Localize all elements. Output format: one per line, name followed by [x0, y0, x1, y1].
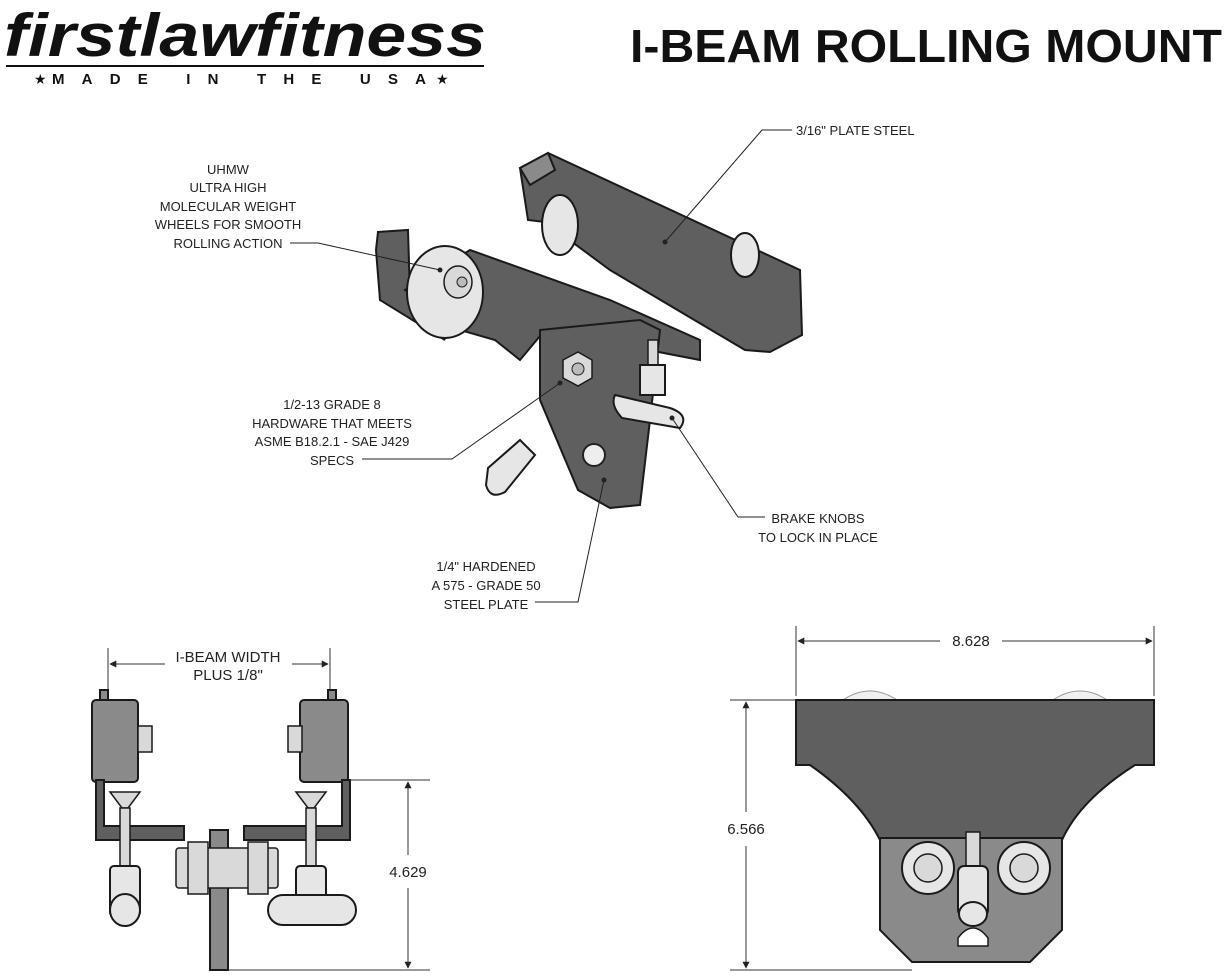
brake-knob-end: [109, 893, 141, 927]
dimension-height-side: 4.629: [389, 864, 427, 881]
brand-logo: firstlawfitness MADE IN THE USA ★ ★: [4, 2, 486, 88]
callout-hardware-line: HARDWARE THAT MEETS: [252, 416, 412, 431]
bridge-plate-left: [95, 779, 185, 841]
leader-dot: [437, 267, 443, 273]
callout-brake-line: BRAKE KNOBS: [771, 511, 865, 526]
brake-knob-stem: [639, 364, 666, 396]
callout-plate-steel: 3/16" PLATE STEEL: [662, 123, 915, 245]
brake-knob: [484, 438, 537, 496]
brand-tagline: MADE IN THE USA: [52, 71, 432, 88]
bolt-end: [913, 853, 943, 883]
callout-plate-steel-label: 3/16" PLATE STEEL: [796, 123, 915, 138]
wheel-bolt: [456, 276, 468, 288]
iso-view: [374, 151, 804, 510]
plate-steel-front: [795, 699, 1155, 841]
uhmw-wheel: [406, 245, 484, 339]
brake-knob-end: [958, 901, 988, 927]
bolt-end: [571, 362, 585, 376]
leader-line: [535, 479, 605, 603]
callout-hardened-line: STEEL PLATE: [444, 597, 529, 612]
callout-hardened-line: A 575 - GRADE 50: [431, 578, 540, 593]
front-view: 8.628 6.566: [727, 626, 1155, 971]
leader-dot: [601, 477, 607, 483]
plate-steel-flange-right: [518, 151, 804, 354]
wheel-axle: [287, 725, 303, 753]
leader-line: [664, 129, 792, 243]
callout-hardened: 1/4" HARDENED A 575 - GRADE 50 STEEL PLA…: [431, 477, 607, 612]
callout-hardware-line: SPECS: [310, 453, 354, 468]
dimension-ibeam-width: PLUS 1/8": [193, 667, 263, 684]
hex-nut: [247, 841, 269, 895]
callout-hardware: 1/2-13 GRADE 8 HARDWARE THAT MEETS ASME …: [252, 380, 563, 468]
callout-hardware-line: ASME B18.2.1 - SAE J429: [255, 434, 410, 449]
uhmw-wheel: [730, 232, 760, 278]
leader-line: [362, 382, 561, 460]
bridge-plate-right: [243, 779, 351, 841]
brake-knob: [612, 393, 685, 430]
uhmw-wheel-side: [91, 699, 139, 783]
callout-hardened-line: 1/4" HARDENED: [436, 559, 535, 574]
page-title: I-BEAM ROLLING MOUNT: [630, 20, 1222, 72]
callout-uhmw-line: MOLECULAR WEIGHT: [160, 199, 297, 214]
leader-dot: [557, 380, 563, 386]
uhmw-wheel: [541, 194, 579, 256]
flange-lip: [518, 151, 557, 187]
leader-line: [290, 242, 441, 271]
callout-brake-line: TO LOCK IN PLACE: [758, 530, 878, 545]
plate-hole: [582, 443, 606, 467]
uhmw-wheel-side: [299, 699, 349, 783]
callout-uhmw-line: ROLLING ACTION: [173, 236, 282, 251]
brake-screw: [965, 831, 981, 867]
leader-line: [671, 417, 765, 518]
brake-screw: [305, 807, 317, 869]
dimension-width-front: 8.628: [952, 633, 990, 650]
side-view: I-BEAM WIDTH PLUS 1/8" 4.629: [91, 648, 430, 971]
dimension-ibeam-width: I-BEAM WIDTH: [176, 649, 281, 666]
callout-uhmw: UHMW ULTRA HIGH MOLECULAR WEIGHT WHEELS …: [155, 162, 443, 273]
brake-collar: [294, 791, 328, 809]
hex-nut: [187, 841, 209, 895]
brand-name: firstlawfitness: [4, 2, 486, 69]
callout-uhmw-line: ULTRA HIGH: [189, 180, 266, 195]
leader-dot: [662, 239, 668, 245]
wheel-axle: [137, 725, 153, 753]
star-icon: ★: [436, 71, 449, 87]
bolt-end: [1009, 853, 1039, 883]
plate-steel-flange-left: [374, 228, 446, 341]
brake-knob-handle: [267, 894, 357, 926]
callout-uhmw-line: WHEELS FOR SMOOTH: [155, 217, 302, 232]
star-icon: ★: [34, 71, 47, 87]
leader-dot: [669, 415, 675, 421]
brake-screw: [119, 807, 131, 869]
plate-slot: [957, 927, 989, 947]
callout-brake: BRAKE KNOBS TO LOCK IN PLACE: [669, 415, 878, 545]
callout-uhmw-line: UHMW: [207, 162, 250, 177]
brake-collar: [108, 791, 142, 809]
callout-hardware-line: 1/2-13 GRADE 8: [283, 397, 381, 412]
dimension-height-front: 6.566: [727, 821, 765, 838]
